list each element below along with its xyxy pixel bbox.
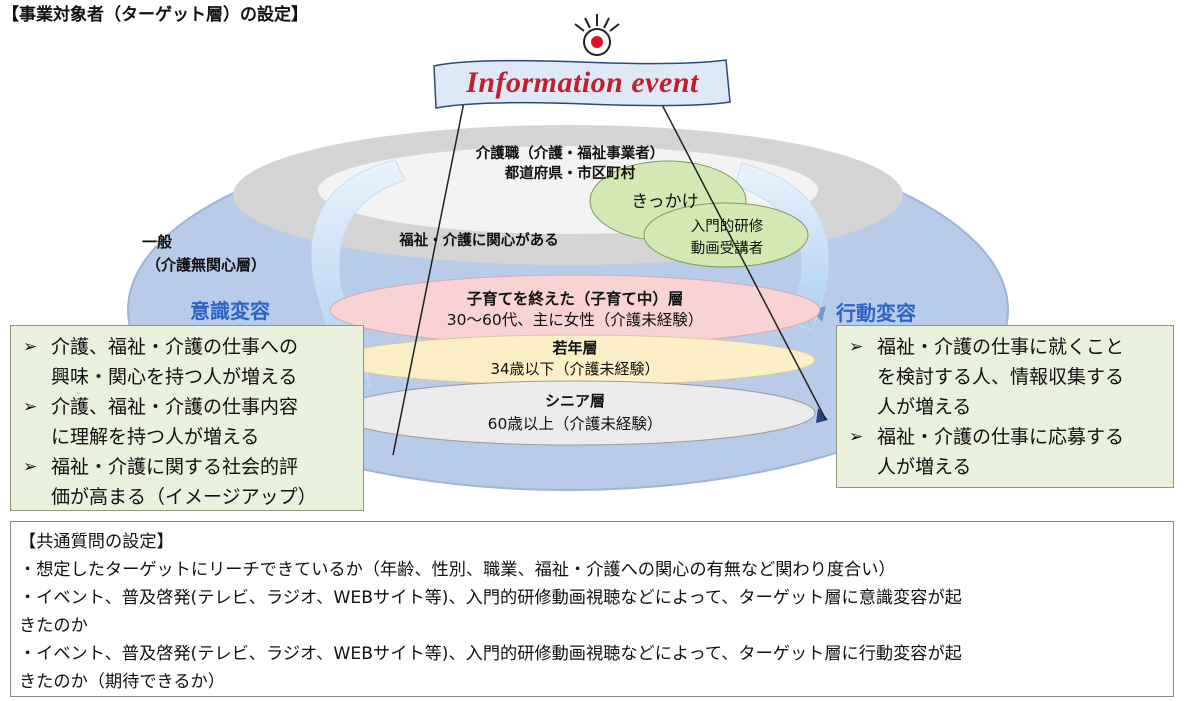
eye-logo-icon xyxy=(574,14,620,56)
common-questions-heading: 【共通質問の設定】 xyxy=(19,532,174,552)
target-detail: 60歳以上（介護未経験） xyxy=(487,415,663,433)
bullet-arrow-icon: ➢ xyxy=(23,457,38,477)
training-sub-label: 動画受講者 xyxy=(690,241,764,257)
outcome-text: 人が増える xyxy=(877,396,972,418)
outcome-text: 介護、福祉・介護の仕事への xyxy=(51,336,299,358)
outcome-item: ➢ 福祉・介護に関する社会的評 価が高まる（イメージアップ） xyxy=(11,452,363,512)
target-layer-diagram xyxy=(127,14,1009,491)
pyramid-left-line xyxy=(392,96,466,456)
target-title: 子育てを終えた（子育て中）層 xyxy=(466,290,684,308)
target-title: 若年層 xyxy=(552,339,598,357)
interest-label: 福祉・介護に関心がある xyxy=(399,233,559,249)
bullet-arrow-icon: ➢ xyxy=(23,397,38,417)
target-detail: 30～60代、主に女性（介護未経験） xyxy=(446,311,704,329)
question-line: ・イベント、普及啓発(テレビ、ラジオ、WEBサイト等)、入門的研修動画視聴などに… xyxy=(19,644,962,664)
behavior-outcomes-box: ➢ 福祉・介護の仕事に就くこと を検討する人、情報収集する 人が増える ➢ 福祉… xyxy=(836,325,1174,488)
training-bubble xyxy=(643,202,809,268)
target-detail: 34歳以下（介護未経験） xyxy=(490,360,660,378)
general-label: 一般 xyxy=(142,233,173,251)
outcome-text: 価が高まる（イメージアップ） xyxy=(51,486,317,508)
bullet-arrow-icon: ➢ xyxy=(849,427,864,447)
outcome-text: 人が増える xyxy=(877,456,972,478)
question-line: きたのか xyxy=(19,616,88,636)
outcome-text: 興味・関心を持つ人が増える xyxy=(51,366,298,388)
question-line: ・想定したターゲットにリーチできているか（年齢、性別、職業、福祉・介護への関心の… xyxy=(19,560,896,580)
outcome-text: 福祉・介護の仕事に応募する xyxy=(877,426,1125,448)
page-title: 【事業対象者（ターゲット層）の設定】 xyxy=(2,5,308,25)
outcome-item: ➢ 福祉・介護の仕事に就くこと を検討する人、情報収集する 人が増える xyxy=(837,332,1173,422)
outcome-text: 福祉・介護に関する社会的評 xyxy=(51,456,299,478)
right-transition-arrow xyxy=(734,162,829,331)
question-line: ・イベント、普及啓発(テレビ、ラジオ、WEBサイト等)、入門的研修動画視聴などに… xyxy=(19,588,962,608)
pyramid-right-line xyxy=(657,96,827,421)
outcome-text: 福祉・介護の仕事に就くこと xyxy=(877,336,1125,358)
outcome-text: を検討する人、情報収集する xyxy=(877,366,1125,388)
awareness-change-heading: 意識変容 xyxy=(190,299,270,323)
kikkake-label: きっかけ xyxy=(631,192,699,212)
outcome-text: に理解を持つ人が増える xyxy=(51,426,260,448)
bullet-arrow-icon: ➢ xyxy=(23,337,38,357)
care-pro-label: 介護職（介護・福祉事業者） xyxy=(475,146,665,162)
target-title: シニア層 xyxy=(544,392,605,410)
municipality-label: 都道府県・市区町村 xyxy=(504,166,636,182)
general-sub-label: （介護無関心層） xyxy=(146,256,267,274)
common-questions-box: 【共通質問の設定】 ・想定したターゲットにリーチできているか（年齢、性別、職業、… xyxy=(10,521,1174,697)
outcome-item: ➢ 介護、福祉・介護の仕事への 興味・関心を持つ人が増える xyxy=(11,332,363,392)
bullet-arrow-icon: ➢ xyxy=(849,337,864,357)
outcome-item: ➢ 福祉・介護の仕事に応募する 人が増える xyxy=(837,422,1173,482)
question-line: きたのか（期待できるか） xyxy=(19,672,225,692)
outcome-text: 介護、福祉・介護の仕事内容 xyxy=(51,396,299,418)
event-banner xyxy=(433,59,731,109)
outcome-item: ➢ 介護、福祉・介護の仕事内容 に理解を持つ人が増える xyxy=(11,392,363,452)
event-banner-label: Information event xyxy=(466,66,699,99)
behavior-change-heading: 行動変容 xyxy=(836,301,916,325)
awareness-outcomes-box: ➢ 介護、福祉・介護の仕事への 興味・関心を持つ人が増える ➢ 介護、福祉・介護… xyxy=(10,325,364,511)
training-label: 入門的研修 xyxy=(690,219,764,235)
